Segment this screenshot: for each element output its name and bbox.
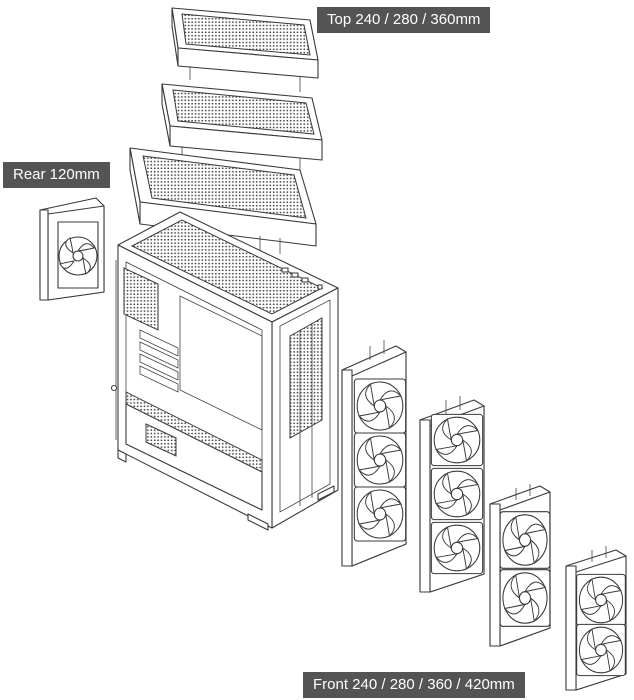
rear-radiator-120 [39, 197, 105, 301]
front-radiator-label: Front 240 / 280 / 360 / 420mm [303, 672, 525, 698]
top-radiator-360 [171, 7, 319, 92]
pc-case [110, 211, 339, 531]
top-radiator-280 [161, 83, 323, 174]
front-radiator-420 [341, 340, 407, 567]
front-radiator-240 [565, 546, 627, 691]
front-radiator-360 [419, 396, 485, 593]
top-radiator-240 [129, 147, 317, 254]
front-radiator-280 [489, 484, 551, 647]
top-radiator-label: Top 240 / 280 / 360mm [317, 7, 491, 33]
rear-radiator-label: Rear 120mm [3, 162, 110, 188]
